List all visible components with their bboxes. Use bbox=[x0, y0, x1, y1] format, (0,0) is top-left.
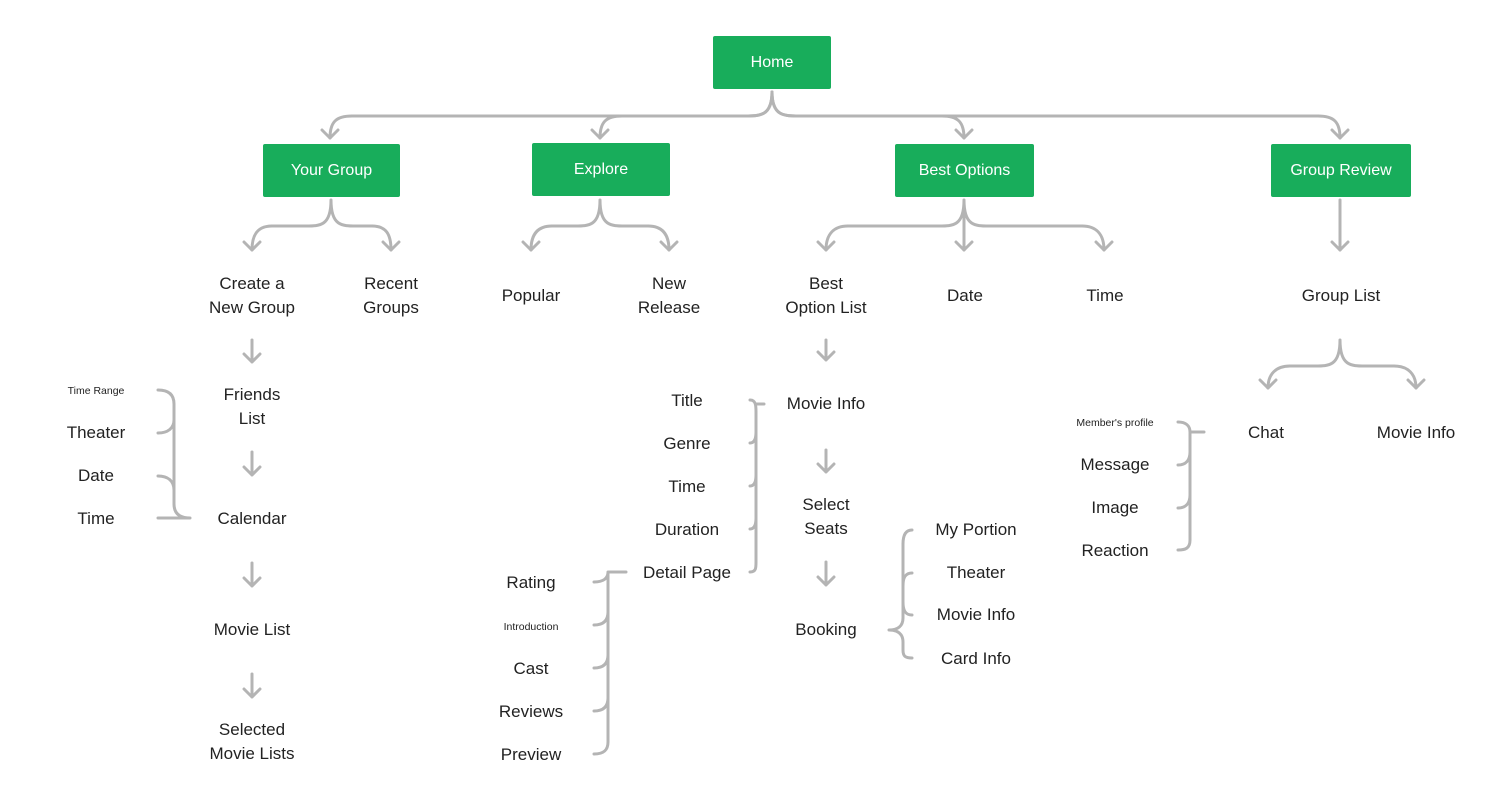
new-release-node: New Release bbox=[637, 274, 701, 317]
detail-field-rating: Rating bbox=[506, 573, 556, 592]
booking-field-my-portion: My Portion bbox=[935, 520, 1017, 539]
connector-home-explore bbox=[598, 90, 774, 140]
movie-info-field-detail-page: Detail Page bbox=[643, 563, 731, 582]
connector-explore-split bbox=[529, 198, 671, 252]
detail-field-introduction: Introduction bbox=[503, 621, 559, 633]
bracket-booking-fields bbox=[887, 528, 914, 660]
booking-field-movie-info: Movie Info bbox=[936, 605, 1016, 624]
bracket-chat-fields bbox=[1176, 420, 1206, 552]
calendar-field-time-range: Time Range bbox=[67, 385, 125, 397]
best-option-list-node: Best Option List bbox=[785, 274, 867, 317]
date-node: Date bbox=[947, 286, 983, 305]
explore-box: Explore bbox=[532, 143, 670, 196]
booking-field-card-info: Card Info bbox=[941, 649, 1011, 668]
bracket-movie-info-fields bbox=[748, 398, 766, 574]
popular-node: Popular bbox=[501, 286, 561, 305]
group-list-node: Group List bbox=[1301, 286, 1381, 305]
connector-group-list-split bbox=[1266, 338, 1418, 390]
chat-field-reaction: Reaction bbox=[1081, 541, 1149, 560]
chat-field-members-profile: Member's profile bbox=[1076, 417, 1154, 429]
create-new-group-node: Create a New Group bbox=[209, 274, 295, 317]
movie-info-node: Movie Info bbox=[786, 394, 866, 413]
detail-field-cast: Cast bbox=[513, 659, 549, 678]
chat-field-image: Image bbox=[1091, 498, 1139, 517]
connector-best-options-split bbox=[824, 198, 1106, 252]
time-node: Time bbox=[1086, 286, 1124, 305]
arrowheads-home bbox=[320, 128, 1350, 140]
home-box: Home bbox=[713, 36, 831, 89]
group-review-box: Group Review bbox=[1271, 144, 1411, 197]
arrows-your-group-flow bbox=[242, 338, 262, 699]
group-review-movie-info-node: Movie Info bbox=[1376, 423, 1456, 442]
bracket-calendar-fields bbox=[156, 388, 192, 520]
your-group-box: Your Group bbox=[263, 144, 400, 197]
calendar-field-theater: Theater bbox=[66, 423, 126, 442]
calendar-field-time: Time bbox=[77, 509, 115, 528]
detail-field-reviews: Reviews bbox=[498, 702, 564, 721]
booking-node: Booking bbox=[795, 620, 857, 639]
recent-groups-node: Recent Groups bbox=[363, 274, 419, 317]
movie-info-field-title: Title bbox=[671, 391, 703, 410]
detail-field-preview: Preview bbox=[500, 745, 562, 764]
calendar-node: Calendar bbox=[217, 509, 287, 528]
movie-info-field-duration: Duration bbox=[654, 520, 720, 539]
connector-home-group-review bbox=[770, 90, 1342, 140]
bracket-detail-fields bbox=[592, 570, 628, 756]
chat-node: Chat bbox=[1248, 423, 1284, 442]
connector-your-group-split bbox=[250, 198, 393, 252]
movie-info-field-time: Time bbox=[668, 477, 706, 496]
selected-movie-lists-node: Selected Movie Lists bbox=[209, 720, 295, 763]
movie-info-field-genre: Genre bbox=[663, 434, 711, 453]
chat-field-message: Message bbox=[1080, 455, 1150, 474]
select-seats-node: Select Seats bbox=[802, 495, 850, 538]
calendar-field-date: Date bbox=[78, 466, 114, 485]
arrowheads-level2 bbox=[242, 240, 1426, 390]
arrows-best-options-flow bbox=[816, 338, 836, 587]
friends-list-node: Friends List bbox=[223, 385, 281, 428]
movie-list-node: Movie List bbox=[213, 620, 291, 639]
booking-field-theater: Theater bbox=[946, 563, 1006, 582]
best-options-box: Best Options bbox=[895, 144, 1034, 197]
